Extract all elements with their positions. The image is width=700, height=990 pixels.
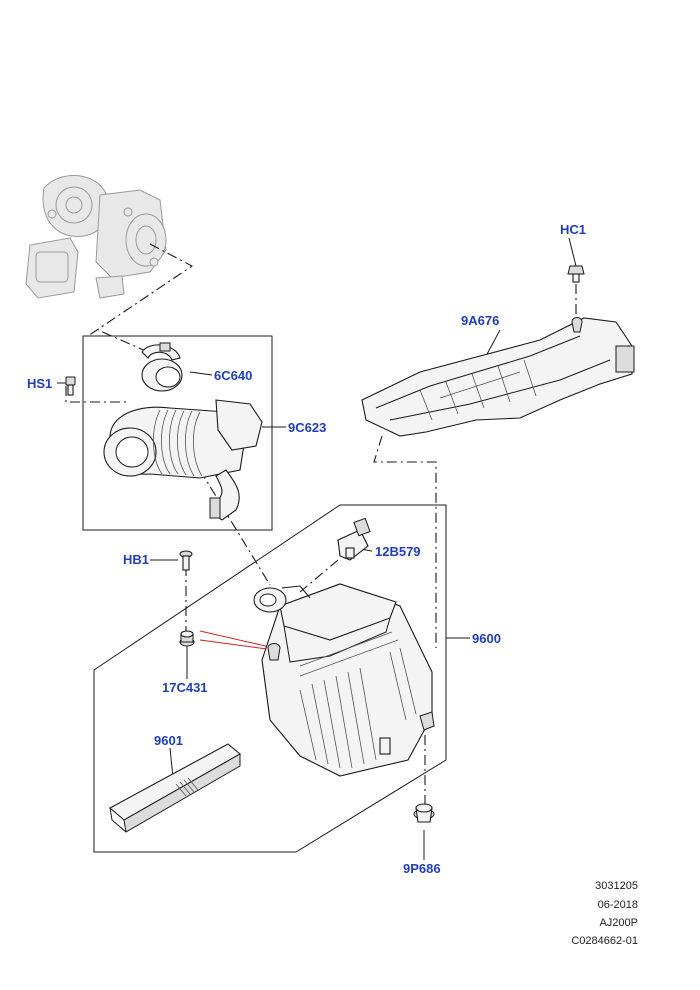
reference-number: 3031205 [595, 880, 638, 892]
callout-hs1[interactable]: HS1 [27, 376, 53, 391]
callout-9p686[interactable]: 9P686 [403, 861, 441, 876]
reference-engine-code: AJ200P [599, 917, 638, 929]
callout-9601[interactable]: 9601 [154, 733, 183, 748]
callout-9600[interactable]: 9600 [472, 631, 501, 646]
group-boxes [82, 335, 447, 853]
callout-hc1[interactable]: HC1 [560, 222, 587, 237]
reference-date: 06-2018 [597, 899, 638, 911]
resonator-9a676-drawing [361, 317, 635, 437]
reference-illustration-id: C0284662-01 [571, 935, 638, 947]
callout-9a676[interactable]: 9A676 [461, 313, 500, 328]
callout-9c623[interactable]: 9C623 [288, 420, 327, 435]
mount-9p686-drawing [413, 803, 435, 823]
clamp-6c640-drawing [141, 342, 183, 392]
sensor-12b579-drawing [337, 517, 371, 561]
leader-lines [57, 237, 577, 860]
callout-hb1[interactable]: HB1 [123, 552, 150, 567]
callout-12b579[interactable]: 12B579 [375, 544, 421, 559]
filter-element-9601-drawing [109, 743, 241, 833]
turbocharger-drawing [25, 175, 167, 299]
screw-hs1-drawing [65, 376, 76, 396]
bolt-hb1-drawing [179, 550, 193, 571]
grommet-17c431-drawing [179, 630, 195, 647]
callout-6c640[interactable]: 6C640 [214, 368, 253, 383]
intake-duct-9c623-drawing [103, 399, 263, 521]
clip-hc1-drawing [567, 265, 585, 283]
callout-17c431[interactable]: 17C431 [162, 680, 208, 695]
assembly-lines [65, 243, 577, 808]
air-cleaner-9600-drawing [253, 583, 435, 777]
